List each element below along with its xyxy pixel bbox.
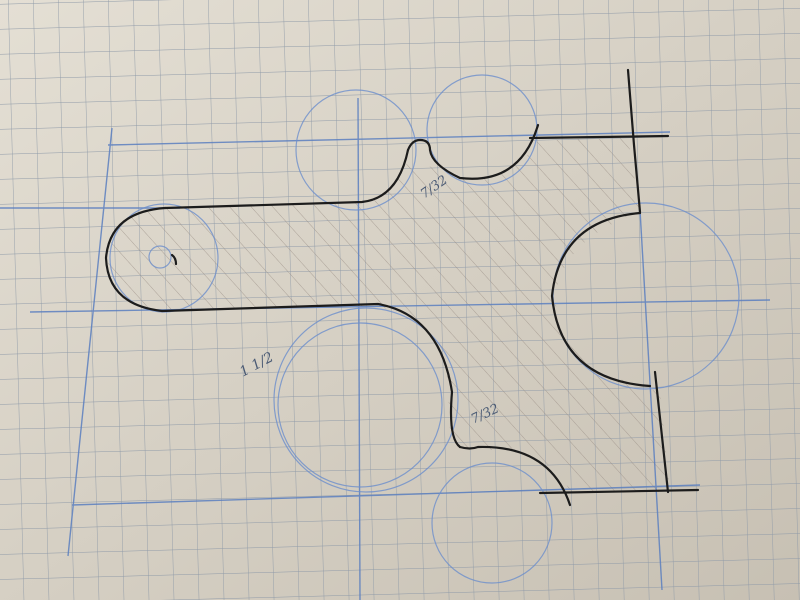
construction-circles [109, 74, 740, 584]
hatched-part-area [108, 138, 670, 492]
part-outline [104, 68, 700, 507]
